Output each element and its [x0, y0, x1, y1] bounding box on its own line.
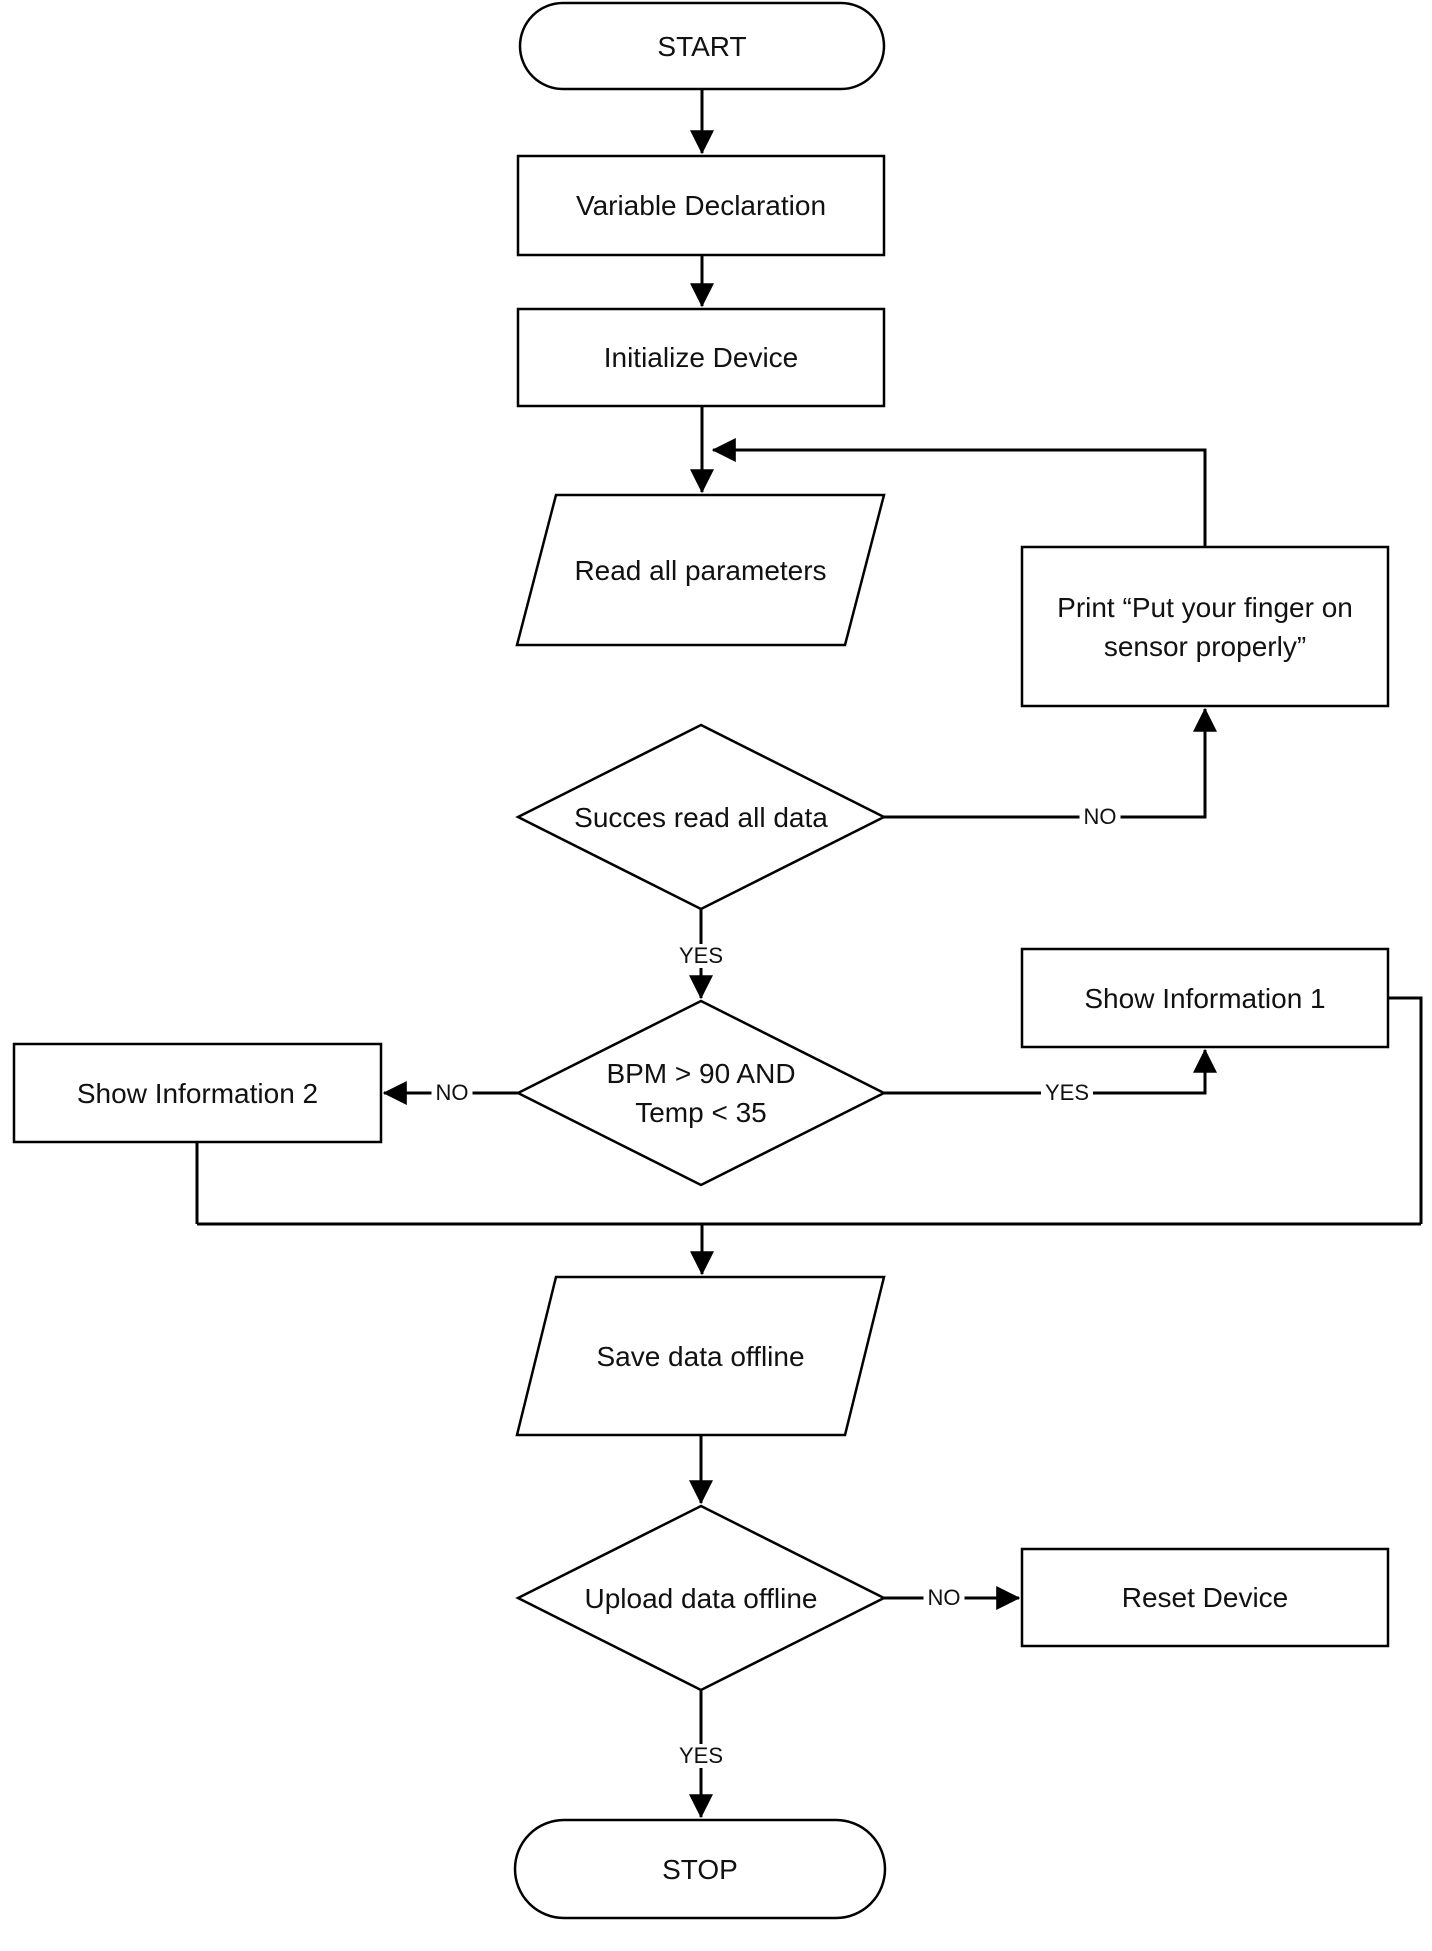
show-information-1-shape — [1020, 947, 1390, 1049]
start-label: START — [520, 3, 884, 89]
save-data-offline-label: Save data offline — [517, 1277, 884, 1435]
initialize-device-label: Initialize Device — [518, 309, 884, 406]
variable-declaration-shape — [516, 154, 886, 257]
success-no-edge-label: NO — [1079, 805, 1121, 829]
reset-device-label: Reset Device — [1022, 1549, 1388, 1646]
bpm-no-edge-label: NO — [431, 1081, 473, 1105]
edge-bpm-yes-to-show-information-1 — [884, 1048, 1217, 1095]
print-finger-message-line2: sensor properly” — [1103, 630, 1307, 662]
show-information-2-shape — [12, 1042, 383, 1144]
start-terminator-shape — [518, 1, 886, 91]
bpm-yes-edge-label: YES — [1040, 1081, 1094, 1105]
start-label-text: START — [657, 30, 747, 62]
read-all-parameters-label-text: Read all parameters — [574, 554, 827, 586]
edge-print-message-loop-back — [711, 438, 1207, 547]
variable-declaration-label-text: Variable Declaration — [575, 190, 827, 221]
print-finger-message-shape — [1020, 545, 1390, 708]
edge-show-information-1-exit — [1388, 996, 1423, 1224]
upload-data-offline-label: Upload data offline — [518, 1506, 884, 1690]
show-information-1-label: Show Information 1 — [1022, 949, 1388, 1047]
read-all-parameters-label: Read all parameters — [517, 495, 884, 645]
upload-data-offline-label-text: Upload data offline — [584, 1582, 818, 1614]
bpm-temp-decision-label: BPM > 90 AND Temp < 35 — [518, 1001, 884, 1185]
upload-data-offline-shape — [515, 1504, 887, 1692]
show-information-2-label-text: Show Information 2 — [76, 1077, 319, 1109]
success-yes-edge-label: YES — [674, 944, 728, 968]
stop-label: STOP — [515, 1820, 885, 1918]
reset-device-shape — [1020, 1547, 1390, 1648]
print-finger-message-label: Print “Put your finger on sensor properl… — [1022, 547, 1388, 706]
upload-no-edge-label: NO — [923, 1586, 965, 1610]
save-data-offline-shape — [515, 1275, 886, 1437]
stop-label-text: STOP — [662, 1853, 738, 1885]
save-data-offline-label-text: Save data offline — [596, 1340, 805, 1372]
show-information-1-label-text: Show Information 1 — [1084, 982, 1326, 1014]
read-all-parameters-shape — [515, 493, 886, 647]
bpm-temp-decision-line2: Temp < 35 — [635, 1097, 767, 1128]
initialize-device-label-text: Initialize Device — [603, 342, 799, 373]
reset-device-label-text: Reset Device — [1121, 1582, 1289, 1613]
success-read-all-data-label: Succes read all data — [518, 725, 884, 909]
stop-terminator-shape — [513, 1818, 887, 1920]
variable-declaration-label: Variable Declaration — [518, 156, 884, 255]
success-read-all-data-label-text: Succes read all data — [574, 801, 828, 833]
show-information-2-label: Show Information 2 — [14, 1044, 381, 1142]
print-finger-message-line1: Print “Put your finger on — [1057, 591, 1353, 623]
edge-success-no-to-print-message — [884, 707, 1217, 819]
bpm-temp-decision-shape — [515, 999, 887, 1187]
upload-yes-edge-label: YES — [674, 1744, 728, 1768]
success-read-all-data-shape — [515, 723, 887, 911]
initialize-device-shape — [516, 307, 886, 408]
bpm-temp-decision-line1: BPM > 90 AND — [606, 1058, 796, 1089]
